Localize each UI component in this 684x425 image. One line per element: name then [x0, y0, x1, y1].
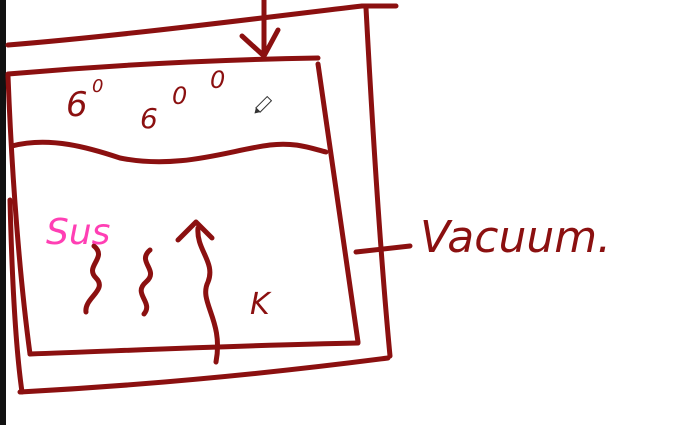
label-k: K: [250, 287, 272, 322]
screen-left-edge: [0, 0, 6, 425]
pen-cursor-icon: [254, 95, 273, 114]
outer-vessel-left: [7, 197, 25, 395]
outer-vessel-bottom: [17, 355, 391, 395]
label-six-left: 6: [66, 85, 88, 125]
wavy-line-2: [138, 247, 154, 317]
outer-vessel: [5, 3, 399, 48]
label-six-mid: 6: [140, 102, 158, 135]
wavy-line-3: [195, 225, 220, 365]
label-zero-top: 0: [210, 66, 225, 94]
inner-vessel-right: [315, 61, 361, 345]
label-zero-mid: 0: [172, 82, 187, 110]
label-zero-small-left: 0: [92, 76, 103, 97]
vacuum-pointer: [353, 243, 413, 255]
wavy-arrow-head: [175, 219, 215, 243]
inner-vessel-top: [5, 55, 321, 77]
wavy-line-1: [83, 243, 102, 315]
label-sus: Sus: [46, 212, 110, 253]
label-vacuum: Vacuum.: [420, 212, 611, 263]
outer-vessel-right: [363, 5, 393, 359]
inner-vessel-left: [5, 73, 33, 357]
liquid-surface: [9, 139, 329, 165]
inner-vessel-bottom: [27, 340, 361, 357]
input-arrow-head: [239, 27, 281, 59]
